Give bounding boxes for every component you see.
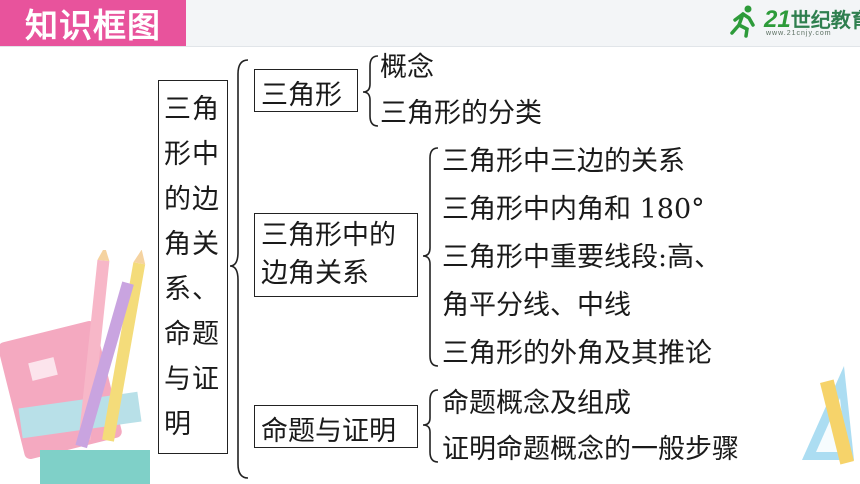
header-bar: 知识框图 21世纪教育 www.21cnjy.com <box>0 0 860 47</box>
leaf-item: 三角形的分类 <box>380 98 542 129</box>
root-line: 角关 <box>164 229 220 260</box>
root-line: 与证 <box>164 364 220 395</box>
branch-node-triangle: 三角形 <box>254 69 358 112</box>
logo-wordmark: 世纪教育 <box>790 10 860 32</box>
root-line: 命题 <box>164 319 220 350</box>
logo-number: 21 <box>764 6 791 33</box>
book-pencils-illustration <box>0 250 160 484</box>
root-line: 系、 <box>164 274 220 305</box>
logo-url: www.21cnjy.com <box>766 30 832 37</box>
runner-icon <box>730 5 755 38</box>
branch-line: 三角形中的 <box>261 220 396 251</box>
root-line: 的边 <box>164 184 220 215</box>
branch-node-edge-angle: 三角形中的 边角关系 <box>254 213 418 297</box>
leaf-item: 命题概念及组成 <box>442 388 631 419</box>
root-line: 形中 <box>164 139 220 170</box>
leaf-item: 证明命题概念的一般步骤 <box>442 434 739 465</box>
leaf-item: 三角形中三边的关系 <box>442 146 685 177</box>
section-title: 知识框图 <box>0 0 186 46</box>
root-node: 三角 形中 的边 角关 系、 命题 与证 明 <box>158 80 228 454</box>
ruler-triangle-illustration <box>802 366 854 465</box>
leaf-item: 三角形中内角和 180° <box>442 194 705 225</box>
root-line: 明 <box>164 409 192 440</box>
branch-line: 边角关系 <box>261 258 369 289</box>
leaf-item: 三角形的外角及其推论 <box>442 338 712 369</box>
leaf-item: 角平分线、中线 <box>442 290 631 321</box>
leaf-item: 三角形中重要线段:高、 <box>442 242 722 273</box>
leaf-item: 概念 <box>380 52 434 83</box>
branch-node-proposition: 命题与证明 <box>254 405 418 448</box>
root-line: 三角 <box>164 94 220 125</box>
logo: 21世纪教育 www.21cnjy.com <box>726 2 860 42</box>
